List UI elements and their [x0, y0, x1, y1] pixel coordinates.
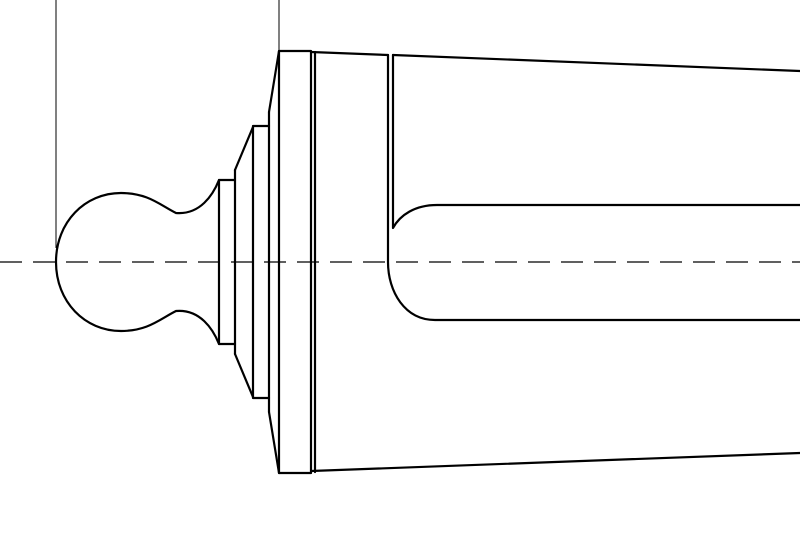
- slot-groove-left: [386, 53, 800, 322]
- flange-taper-top: [267, 49, 281, 114]
- ball-knob-outline: [54, 178, 221, 346]
- body-bottom-edge: [309, 451, 800, 473]
- body-top-edge-short: [309, 50, 390, 57]
- body-top-edge: [391, 53, 800, 73]
- taper-top: [233, 125, 255, 172]
- flange: [277, 49, 313, 475]
- slot-groove-right: [391, 53, 800, 230]
- taper-bottom: [233, 352, 255, 399]
- flange-taper-bottom: [267, 410, 281, 475]
